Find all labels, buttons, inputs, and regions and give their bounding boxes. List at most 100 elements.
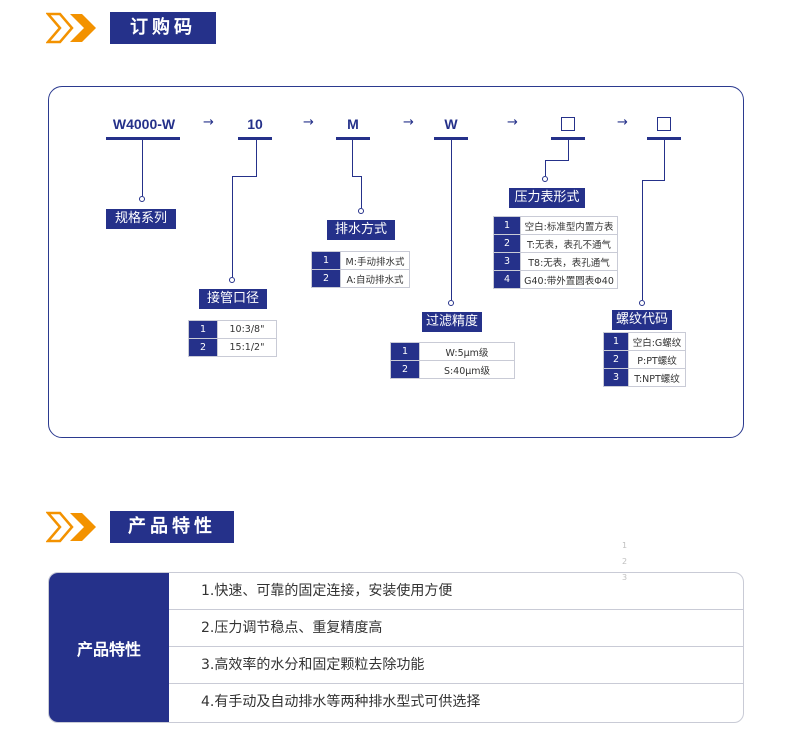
option-number: 2 bbox=[603, 350, 629, 369]
chevron-decoration-icon bbox=[46, 12, 96, 44]
faint-number: 3 bbox=[622, 573, 628, 582]
thread-underline bbox=[647, 137, 681, 140]
connector-dot bbox=[639, 300, 645, 306]
drain-underline bbox=[336, 137, 370, 140]
option-text: G40:带外置圆表Φ40 bbox=[520, 270, 618, 289]
arrow-icon: → bbox=[203, 115, 214, 130]
option-text: A:自动排水式 bbox=[340, 269, 410, 288]
option-text: T:NPT螺纹 bbox=[628, 368, 686, 387]
connector-line bbox=[256, 140, 258, 176]
connector-line bbox=[232, 176, 234, 277]
connector-line bbox=[361, 176, 363, 208]
arrow-icon: → bbox=[507, 115, 518, 130]
option-number: 2 bbox=[493, 234, 521, 253]
connector-dot bbox=[448, 300, 454, 306]
label-filter: 过滤精度 bbox=[422, 312, 482, 332]
code-drain: M bbox=[347, 116, 359, 132]
option-number: 1 bbox=[311, 251, 341, 270]
connector-dot bbox=[229, 277, 235, 283]
option-text: S:40μm级 bbox=[419, 360, 515, 379]
option-text: 空白:G螺纹 bbox=[628, 332, 686, 351]
connector-dot bbox=[358, 208, 364, 214]
features-table: 产品特性 1.快速、可靠的固定连接，安装使用方便 2.压力调节稳点、重复精度高 … bbox=[48, 572, 744, 723]
label-series: 规格系列 bbox=[106, 209, 176, 229]
connector-line bbox=[545, 160, 569, 162]
arrow-icon: → bbox=[617, 115, 628, 130]
connector-line bbox=[642, 180, 665, 182]
thread-code-box bbox=[657, 117, 671, 131]
arrow-icon: → bbox=[403, 115, 414, 130]
connector-line bbox=[568, 140, 570, 160]
model-underline bbox=[106, 137, 180, 140]
option-number: 2 bbox=[311, 269, 341, 288]
filter-underline bbox=[434, 137, 468, 140]
option-text: W:5μm级 bbox=[419, 342, 515, 361]
faint-number: 2 bbox=[622, 557, 628, 566]
option-text: T8:无表，表孔通气 bbox=[520, 252, 618, 271]
option-text: 15:1/2" bbox=[217, 338, 277, 357]
gauge-code-box bbox=[561, 117, 575, 131]
option-number: 2 bbox=[188, 338, 218, 357]
order-code-frame bbox=[48, 86, 744, 438]
option-number: 1 bbox=[493, 216, 521, 235]
label-thread: 螺纹代码 bbox=[612, 310, 672, 330]
connector-dot bbox=[542, 176, 548, 182]
connector-line bbox=[664, 140, 666, 180]
code-port: 10 bbox=[247, 116, 263, 132]
option-number: 1 bbox=[603, 332, 629, 351]
chevron-decoration-icon bbox=[46, 511, 96, 543]
connector-line bbox=[545, 160, 547, 176]
connector-dot bbox=[139, 196, 145, 202]
option-number: 1 bbox=[188, 320, 218, 339]
model-code: W4000-W bbox=[112, 116, 176, 132]
option-number: 3 bbox=[493, 252, 521, 271]
option-number: 1 bbox=[390, 342, 420, 361]
connector-line bbox=[142, 140, 144, 196]
connector-line bbox=[642, 180, 644, 300]
option-number: 4 bbox=[493, 270, 521, 289]
features-header: 产品特性 bbox=[49, 573, 169, 722]
connector-line bbox=[352, 176, 361, 178]
label-drain: 排水方式 bbox=[327, 220, 395, 240]
label-gauge: 压力表形式 bbox=[509, 188, 585, 208]
option-number: 2 bbox=[390, 360, 420, 379]
connector-line bbox=[352, 140, 354, 176]
feature-row: 3.高效率的水分和固定颗粒去除功能 bbox=[169, 647, 743, 684]
option-text: M:手动排水式 bbox=[340, 251, 410, 270]
port-underline bbox=[238, 137, 272, 140]
option-text: 空白:标准型内置方表 bbox=[520, 216, 618, 235]
connector-line bbox=[451, 140, 453, 300]
feature-row: 1.快速、可靠的固定连接，安装使用方便 bbox=[169, 573, 743, 610]
feature-row: 2.压力调节稳点、重复精度高 bbox=[169, 610, 743, 647]
option-number: 3 bbox=[603, 368, 629, 387]
connector-line bbox=[232, 176, 257, 178]
feature-row: 4.有手动及自动排水等两种排水型式可供选择 bbox=[201, 694, 481, 710]
faint-number: 1 bbox=[622, 541, 628, 550]
label-port: 接管口径 bbox=[199, 289, 267, 309]
option-text: T:无表，表孔不通气 bbox=[520, 234, 618, 253]
code-filter: W bbox=[444, 116, 458, 132]
arrow-icon: → bbox=[303, 115, 314, 130]
option-text: 10:3/8" bbox=[217, 320, 277, 339]
section-title-order-code: 订购码 bbox=[110, 12, 216, 44]
section-title-features: 产品特性 bbox=[110, 511, 234, 543]
option-text: P:PT螺纹 bbox=[628, 350, 686, 369]
